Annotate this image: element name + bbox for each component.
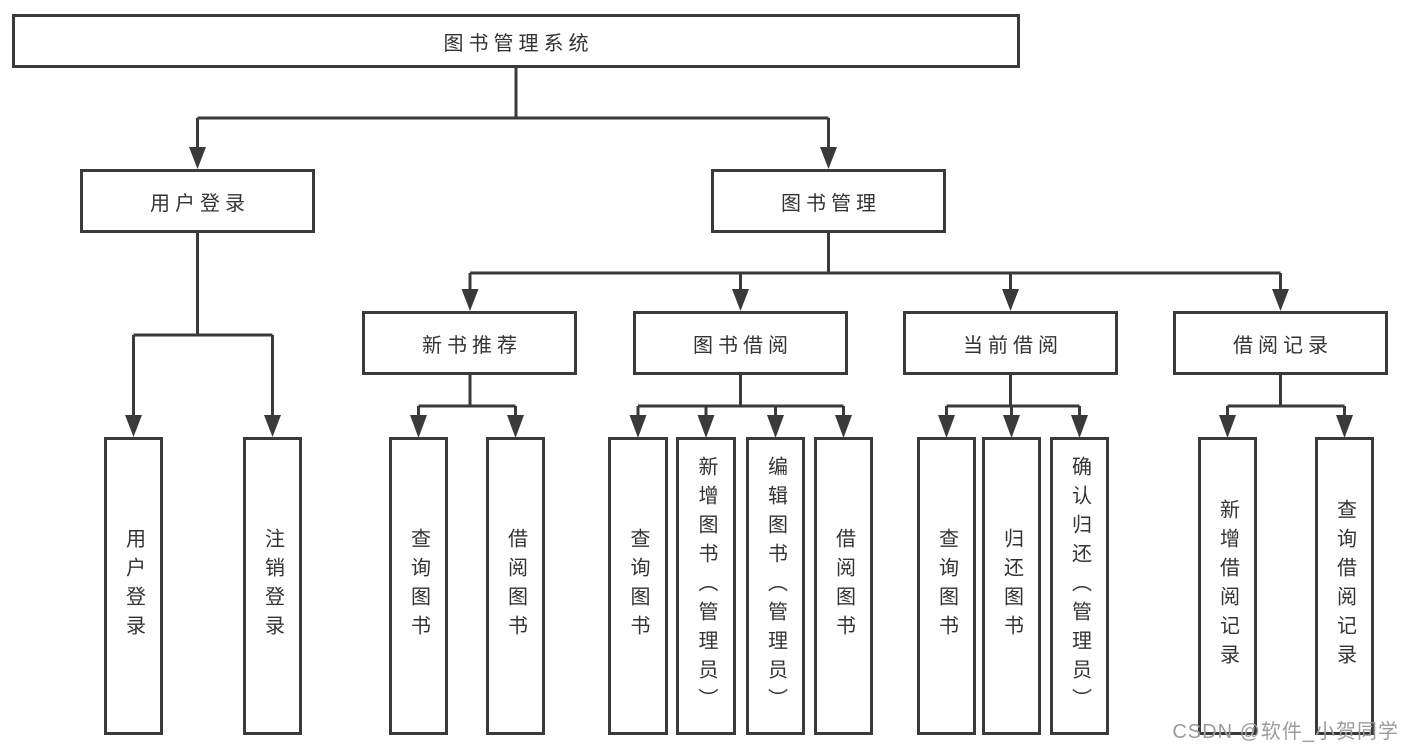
arrow-down-icon xyxy=(1336,415,1353,438)
node-edit-book-admin-label: 编辑图书（管理员） xyxy=(764,455,787,717)
arrow-down-icon xyxy=(697,415,715,438)
arrow-down-icon xyxy=(938,415,955,438)
arrow-down-icon xyxy=(1272,289,1289,311)
node-edit-book-admin: 编辑图书（管理员） xyxy=(746,437,805,735)
arrow-down-icon xyxy=(1002,289,1019,311)
node-borrow-records: 借阅记录 xyxy=(1173,311,1388,375)
arrow-down-icon xyxy=(629,415,647,438)
node-logout-label: 注销登录 xyxy=(261,528,284,644)
node-add-borrow-record: 新增借阅记录 xyxy=(1198,437,1257,735)
connector-new-books xyxy=(418,374,516,408)
node-book-borrowing-label: 图书借阅 xyxy=(693,334,793,357)
node-user-login: 用户登录 xyxy=(80,169,315,233)
node-query-borrow-record-label: 查询借阅记录 xyxy=(1333,499,1356,673)
arrow-down-icon xyxy=(1003,415,1020,438)
node-book-borrowing: 图书借阅 xyxy=(633,311,848,375)
node-query-books-borrowing-label: 查询图书 xyxy=(627,528,649,644)
node-add-borrow-record-label: 新增借阅记录 xyxy=(1216,499,1239,673)
node-return-books-label: 归还图书 xyxy=(1000,528,1023,644)
arrow-down-icon xyxy=(410,415,427,438)
node-borrow-records-label: 借阅记录 xyxy=(1233,334,1333,357)
connector-borrow-records xyxy=(1227,374,1345,408)
node-borrow-books-borrowing: 借阅图书 xyxy=(814,437,873,735)
connector-book-mgmt xyxy=(470,233,1281,275)
connector-book-borrow xyxy=(638,374,844,408)
node-user-login-action: 用户登录 xyxy=(104,437,163,735)
node-user-login-action-label: 用户登录 xyxy=(122,528,145,644)
node-confirm-return-admin: 确认归还（管理员） xyxy=(1050,437,1109,735)
arrow-down-icon xyxy=(461,289,479,311)
node-new-book-recommend: 新书推荐 xyxy=(362,311,577,375)
node-query-books-borrowing: 查询图书 xyxy=(608,437,668,735)
node-new-book-recommend-label: 新书推荐 xyxy=(422,334,522,357)
node-borrow-books-recommend: 借阅图书 xyxy=(486,437,545,735)
node-root: 图书管理系统 xyxy=(12,14,1020,68)
node-add-book-admin: 新增图书（管理员） xyxy=(676,437,736,735)
node-borrow-books-recommend-label: 借阅图书 xyxy=(504,528,527,644)
arrow-down-icon xyxy=(820,147,837,169)
arrow-down-icon xyxy=(835,415,852,438)
arrow-down-icon xyxy=(732,289,749,311)
connector-user-login xyxy=(133,233,273,337)
node-borrow-books-borrowing-label: 借阅图书 xyxy=(832,528,855,644)
node-root-label: 图书管理系统 xyxy=(443,32,594,55)
arrow-down-icon xyxy=(189,147,206,169)
node-query-borrow-record: 查询借阅记录 xyxy=(1315,437,1374,735)
node-query-books-current: 查询图书 xyxy=(917,437,976,735)
arrow-down-icon xyxy=(1219,415,1236,438)
node-query-books-recommend: 查询图书 xyxy=(389,437,448,735)
node-return-books: 归还图书 xyxy=(982,437,1041,735)
connector-root xyxy=(197,68,829,120)
node-book-management-label: 图书管理 xyxy=(781,192,881,215)
node-confirm-return-admin-label: 确认归还（管理员） xyxy=(1068,455,1091,717)
node-book-management: 图书管理 xyxy=(711,169,946,233)
node-current-borrowing: 当前借阅 xyxy=(903,311,1118,375)
node-query-books-recommend-label: 查询图书 xyxy=(407,528,430,644)
arrow-down-icon xyxy=(1071,415,1088,438)
arrow-down-icon xyxy=(125,415,142,437)
node-user-login-label: 用户登录 xyxy=(150,192,250,215)
node-query-books-current-label: 查询图书 xyxy=(935,528,958,644)
arrow-down-icon xyxy=(767,415,784,438)
node-current-borrowing-label: 当前借阅 xyxy=(963,334,1063,357)
arrow-down-icon xyxy=(264,415,281,437)
node-add-book-admin-label: 新增图书（管理员） xyxy=(695,455,717,717)
node-logout: 注销登录 xyxy=(243,437,302,735)
arrow-down-icon xyxy=(507,415,524,438)
connector-current-borrow xyxy=(946,374,1080,408)
csdn-watermark: CSDN @软件_小贺同学 xyxy=(1172,721,1399,743)
